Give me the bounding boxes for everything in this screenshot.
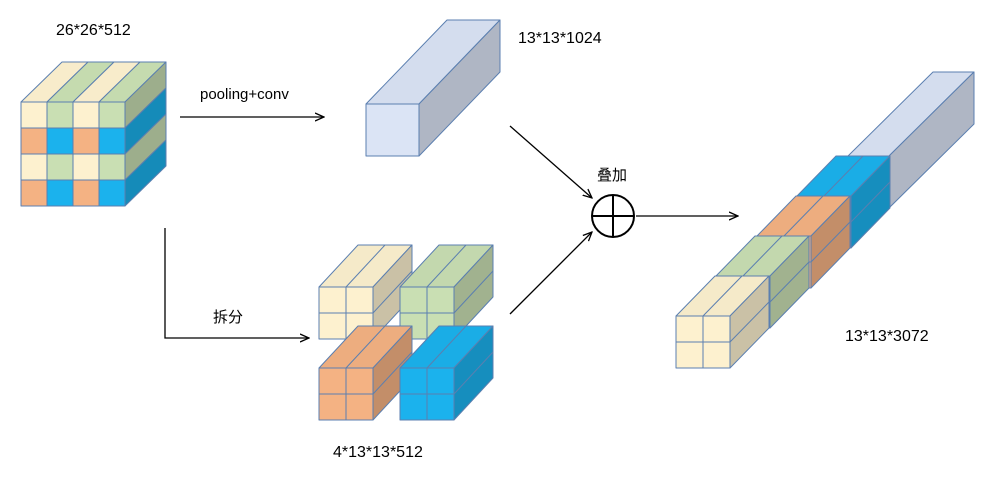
result-block-blue-grid [823, 155, 864, 197]
input-cell [20, 101, 48, 129]
input-cell [46, 179, 74, 207]
input-cell [98, 127, 126, 155]
input-cell [20, 153, 48, 181]
input-cell [46, 153, 74, 181]
pooling-conv-label: pooling+conv [200, 86, 289, 103]
split-block-orange-grid [372, 351, 413, 395]
result-block-cream-grid [702, 275, 743, 317]
split-block-green-grid [426, 244, 467, 288]
input-cell [98, 153, 126, 181]
concat-plus-icon [591, 194, 635, 238]
bottom-to-merge-arrow [509, 232, 592, 315]
result-block-blue-grid [850, 181, 891, 223]
input-cell [72, 153, 100, 181]
split-block-blue-grid [426, 325, 467, 369]
input-cell [20, 127, 48, 155]
input-cell [72, 101, 100, 129]
result-stacked-block [675, 71, 975, 369]
split-block-green-grid [453, 270, 494, 314]
split-block-orange-grid [345, 325, 386, 369]
input-cell [46, 127, 74, 155]
split-block-cream-grid [372, 270, 413, 314]
result-block-green-grid [742, 235, 783, 277]
top-output-shape-label: 13*13*1024 [518, 30, 602, 47]
input-cell [72, 179, 100, 207]
input-feature-cube [20, 61, 167, 207]
split-shape-label: 4*13*13*512 [333, 444, 423, 461]
input-cell [72, 127, 100, 155]
conv-output-block [365, 19, 501, 157]
merge-label: 叠加 [597, 167, 628, 184]
result-block-green-grid [769, 261, 810, 303]
result-shape-label: 13*13*3072 [845, 328, 929, 345]
input-cell [46, 101, 74, 129]
split-blocks-group [318, 244, 494, 421]
split-block-blue-grid [453, 351, 494, 395]
input-shape-label: 26*26*512 [56, 22, 131, 39]
split-block-cream-grid [345, 244, 386, 288]
split-label: 拆分 [213, 309, 244, 326]
split-arrow [164, 228, 309, 338]
top-to-merge-arrow [509, 125, 592, 198]
conv-block-front [365, 103, 420, 157]
result-block-orange-grid [810, 221, 851, 263]
input-cell [20, 179, 48, 207]
input-cell [98, 179, 126, 207]
input-cell [98, 101, 126, 129]
result-block-orange-grid [783, 195, 824, 237]
result-block-cream-grid [729, 301, 770, 343]
